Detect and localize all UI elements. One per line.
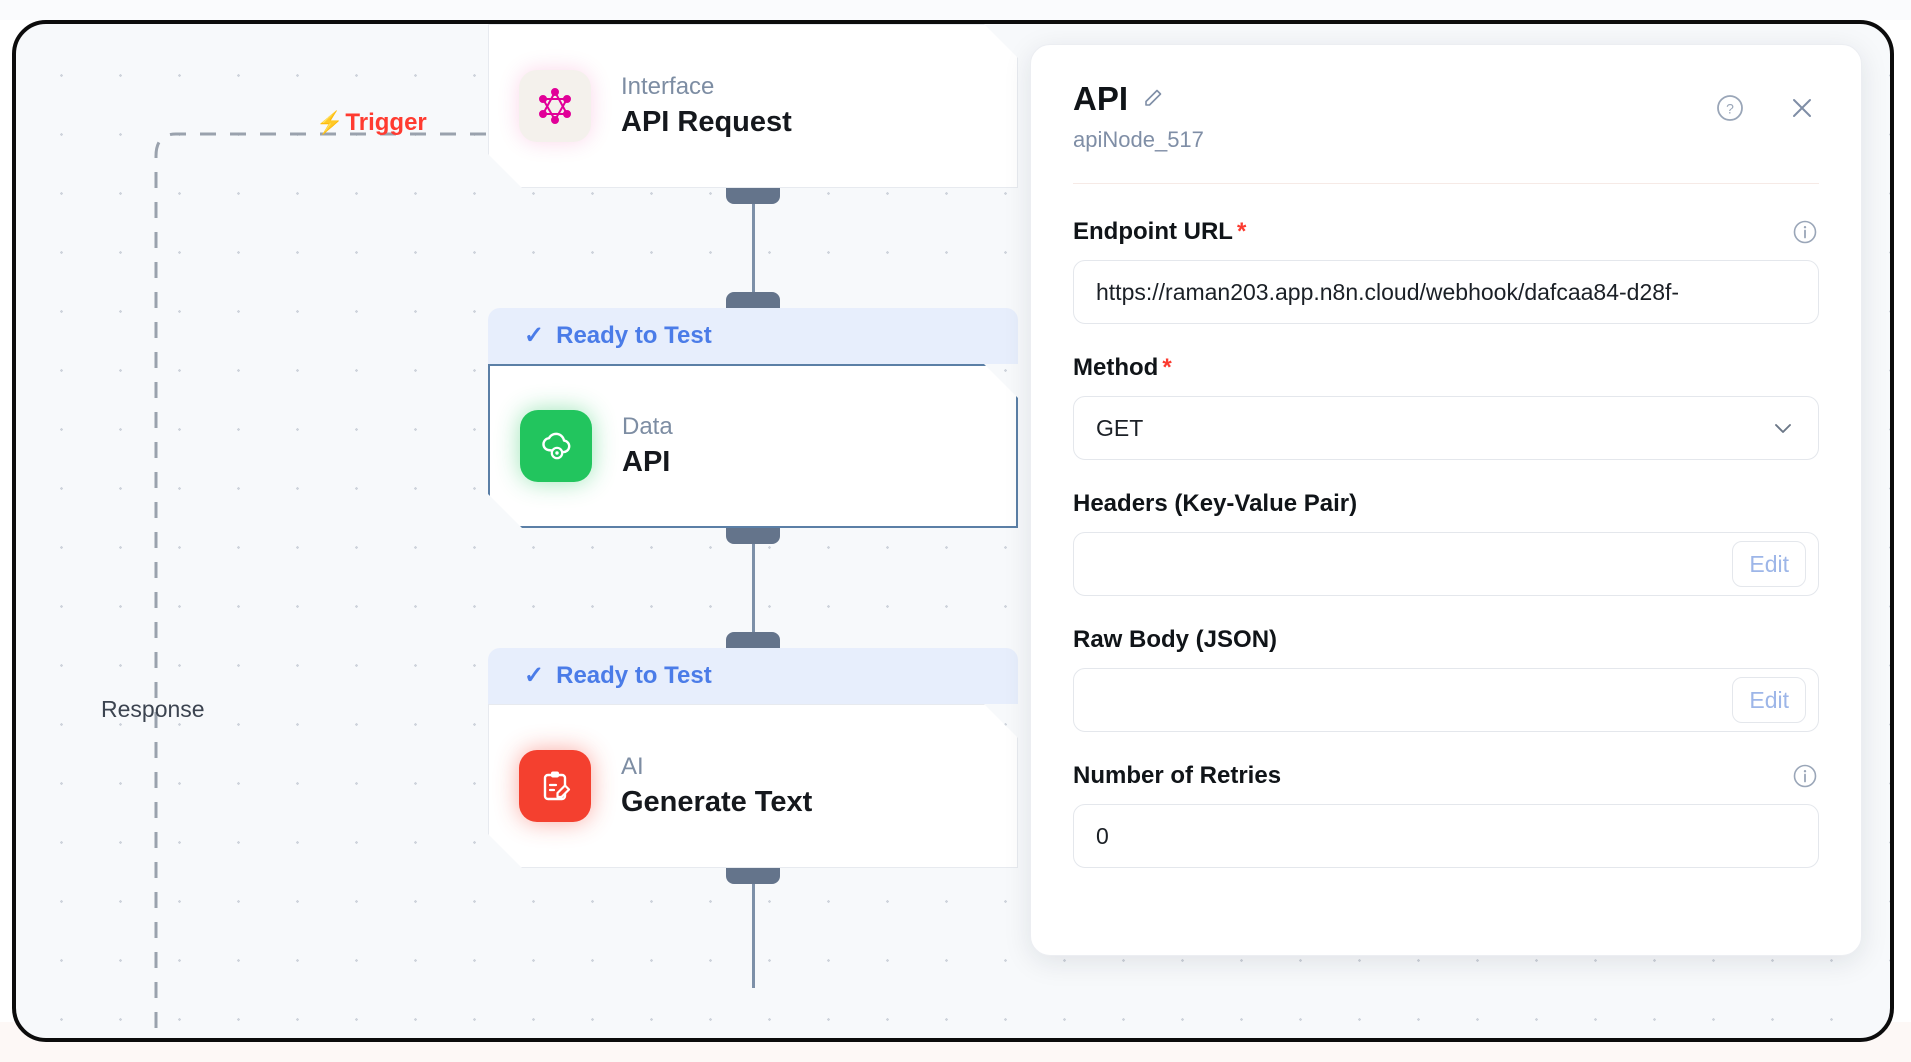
check-icon: ✓ xyxy=(524,322,545,349)
method-select[interactable]: GET xyxy=(1073,396,1819,461)
node-title: API Request xyxy=(621,106,792,139)
graphql-icon xyxy=(519,70,591,142)
connector-2 xyxy=(488,528,1018,648)
info-icon[interactable] xyxy=(1791,218,1819,246)
panel-title-row: API xyxy=(1073,80,1819,117)
field-label-row: Number of Retries xyxy=(1073,762,1819,790)
required-marker: * xyxy=(1162,354,1172,382)
backdrop-band-top xyxy=(0,0,1911,20)
cloud-gear-icon xyxy=(520,410,592,482)
panel-form: Endpoint URL* https://raman203.app.n8n.c… xyxy=(1031,184,1861,869)
node-kind: AI xyxy=(621,752,644,780)
required-marker: * xyxy=(1236,218,1247,246)
node-generate-text[interactable]: ✓ Ready to Test AI Generate T xyxy=(488,648,1018,868)
panel-subtitle: apiNode_517 xyxy=(1073,127,1204,153)
node-api-request[interactable]: Interface API Request xyxy=(488,24,1018,188)
connector-handle-out[interactable] xyxy=(726,528,780,544)
panel-actions: ? xyxy=(1713,91,1819,125)
headers-input[interactable]: Edit xyxy=(1073,532,1819,597)
node-title: Generate Text xyxy=(621,786,813,819)
field-label-text: Method xyxy=(1073,354,1159,382)
node-title: API xyxy=(622,446,671,479)
node-text: Interface API Request xyxy=(621,73,792,140)
field-label-row: Raw Body (JSON) xyxy=(1073,626,1819,654)
field-number-of-retries: Number of Retries 0 xyxy=(1073,762,1819,869)
node-text: AI Generate Text xyxy=(621,753,812,820)
node-data-api[interactable]: ✓ Ready to Test Data API xyxy=(488,308,1018,528)
help-circle-icon[interactable]: ? xyxy=(1713,91,1747,125)
panel-title: API xyxy=(1073,80,1129,117)
check-icon: ✓ xyxy=(524,662,545,689)
response-label: Response xyxy=(101,696,205,722)
connector-handle-out[interactable] xyxy=(726,868,780,884)
clipboard-pencil-icon xyxy=(519,750,591,822)
endpoint-url-value: https://raman203.app.n8n.cloud/webhook/d… xyxy=(1096,278,1680,305)
panel-divider xyxy=(1073,183,1819,185)
field-label: Number of Retries xyxy=(1073,762,1282,790)
headers-edit-button[interactable]: Edit xyxy=(1732,541,1806,588)
connector-line xyxy=(751,204,755,292)
node-column: Interface API Request ✓ Ready to Test xyxy=(488,24,1018,988)
status-badge-label: Ready to Test xyxy=(556,322,712,349)
raw-body-input[interactable]: Edit xyxy=(1073,668,1819,733)
connector-handle-in[interactable] xyxy=(726,632,780,648)
status-badge-ready-to-test: ✓ Ready to Test xyxy=(488,648,1018,704)
pencil-icon[interactable] xyxy=(1140,87,1164,111)
connector-1 xyxy=(488,188,1018,308)
info-icon[interactable] xyxy=(1791,762,1819,790)
node-card[interactable]: AI Generate Text xyxy=(488,704,1018,868)
field-label: Endpoint URL* xyxy=(1073,218,1246,246)
svg-text:?: ? xyxy=(1726,101,1734,117)
field-raw-body: Raw Body (JSON) Edit xyxy=(1073,626,1819,733)
node-text: Data API xyxy=(622,413,673,480)
node-settings-panel: API apiNode_517 ? xyxy=(1030,44,1862,956)
field-label-row: Endpoint URL* xyxy=(1073,218,1819,246)
field-label: Raw Body (JSON) xyxy=(1073,626,1278,654)
status-badge-ready-to-test: ✓ Ready to Test xyxy=(488,308,1018,364)
connector-3 xyxy=(488,868,1018,988)
bolt-icon: ⚡ xyxy=(316,110,344,135)
node-kind: Interface xyxy=(621,72,715,100)
panel-header: API apiNode_517 ? xyxy=(1031,45,1861,153)
endpoint-url-input[interactable]: https://raman203.app.n8n.cloud/webhook/d… xyxy=(1073,260,1819,325)
field-headers: Headers (Key-Value Pair) Edit xyxy=(1073,490,1819,597)
field-method: Method* GET xyxy=(1073,354,1819,461)
node-kind: Data xyxy=(622,412,673,440)
status-badge-label: Ready to Test xyxy=(556,662,712,689)
trigger-label-text: Trigger xyxy=(345,109,427,136)
node-card[interactable]: Data API xyxy=(488,364,1018,528)
connector-handle-out[interactable] xyxy=(726,188,780,204)
raw-body-edit-button[interactable]: Edit xyxy=(1732,677,1806,724)
field-label: Headers (Key-Value Pair) xyxy=(1073,490,1358,518)
field-endpoint-url: Endpoint URL* https://raman203.app.n8n.c… xyxy=(1073,218,1819,325)
chevron-down-icon xyxy=(1770,415,1796,441)
close-icon[interactable] xyxy=(1785,91,1819,125)
field-label: Method* xyxy=(1073,354,1172,382)
method-value: GET xyxy=(1096,414,1144,441)
field-label-text: Endpoint URL xyxy=(1073,218,1233,246)
field-label-row: Method* xyxy=(1073,354,1819,382)
connector-handle-in[interactable] xyxy=(726,292,780,308)
trigger-label: ⚡ Trigger xyxy=(316,109,427,137)
retries-value: 0 xyxy=(1096,822,1109,849)
connector-line xyxy=(751,884,755,988)
connector-line xyxy=(751,544,755,632)
node-card[interactable]: Interface API Request xyxy=(488,24,1018,188)
retries-input[interactable]: 0 xyxy=(1073,804,1819,869)
field-label-row: Headers (Key-Value Pair) xyxy=(1073,490,1819,518)
